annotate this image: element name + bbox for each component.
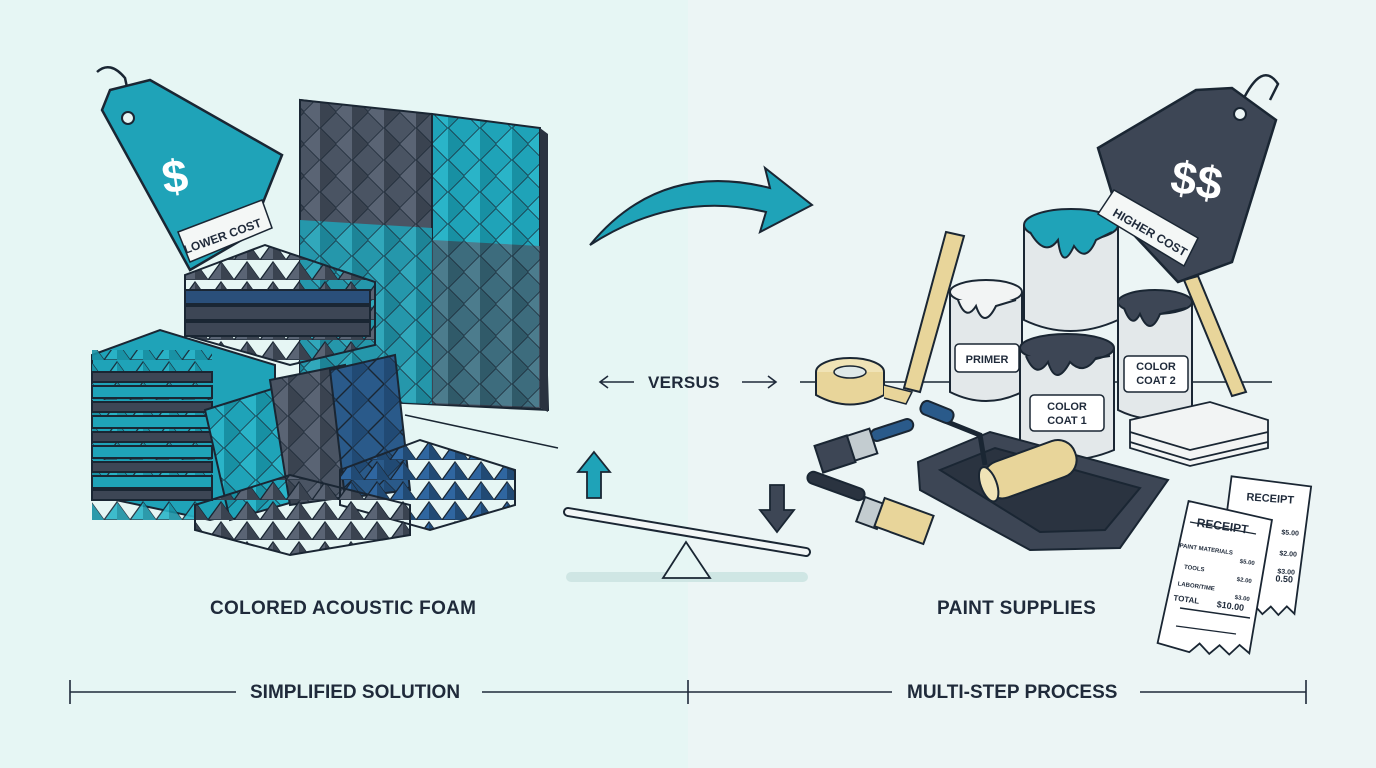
tape-roll-icon bbox=[815, 357, 914, 406]
receipt-line-3: LABOR/TIME bbox=[1177, 581, 1215, 592]
primer-can-label: PRIMER bbox=[966, 354, 1009, 366]
right-price-symbol: $$ bbox=[1167, 150, 1226, 210]
simplified-solution-label: SIMPLIFIED SOLUTION bbox=[250, 682, 461, 703]
multi-step-process-label: MULTI-STEP PROCESS bbox=[907, 682, 1118, 703]
cloth-stack-icon bbox=[1129, 401, 1269, 467]
foam-stack-middle bbox=[184, 243, 376, 367]
versus-arrows bbox=[598, 375, 778, 389]
versus-label: VERSUS bbox=[648, 373, 720, 392]
receipt-amount-2: $2.00 bbox=[1236, 577, 1252, 585]
receipt-back-total: 0.50 bbox=[1275, 573, 1293, 584]
paint-can-labels bbox=[954, 343, 1189, 432]
receipt-total-label: TOTAL bbox=[1173, 593, 1200, 606]
floor-line-left bbox=[404, 414, 559, 449]
receipt-back-amount-1: $5.00 bbox=[1281, 529, 1299, 537]
foam-wall-panel bbox=[299, 98, 550, 412]
seesaw-icon bbox=[563, 507, 811, 582]
foam-panels-leaning bbox=[194, 353, 516, 557]
bottom-timeline bbox=[69, 680, 1307, 704]
receipt-back-amount-3: $3.00 bbox=[1277, 568, 1295, 576]
coat2-can-label-line2: COAT 2 bbox=[1136, 375, 1176, 387]
receipt-icon bbox=[1156, 475, 1313, 656]
paint-item-label: PAINT SUPPLIES bbox=[937, 598, 1097, 619]
price-tag-icon bbox=[1096, 74, 1280, 284]
up-arrow-icon bbox=[576, 450, 612, 499]
receipt-amount-3: $3.00 bbox=[1234, 595, 1250, 603]
coat1-can-label-line1: COLOR bbox=[1047, 401, 1087, 413]
receipt-line-2: TOOLS bbox=[1184, 565, 1205, 574]
curved-arrow-icon bbox=[589, 165, 814, 246]
coat1-can-label-line2: COAT 1 bbox=[1047, 415, 1087, 427]
down-arrow-icon bbox=[758, 484, 796, 534]
paint-brush-icon bbox=[806, 418, 935, 546]
foam-item-label: COLORED ACOUSTIC FOAM bbox=[210, 598, 477, 619]
receipt-amount-1: $5.00 bbox=[1239, 559, 1255, 567]
receipt-total-value: $10.00 bbox=[1216, 599, 1245, 613]
receipt-back-amount-2: $2.00 bbox=[1279, 550, 1297, 558]
coat2-can-label-line1: COLOR bbox=[1136, 361, 1176, 373]
price-tag-icon bbox=[96, 65, 284, 272]
paint-roller-icon bbox=[919, 399, 1078, 503]
receipt-back-title: RECEIPT bbox=[1246, 491, 1295, 506]
